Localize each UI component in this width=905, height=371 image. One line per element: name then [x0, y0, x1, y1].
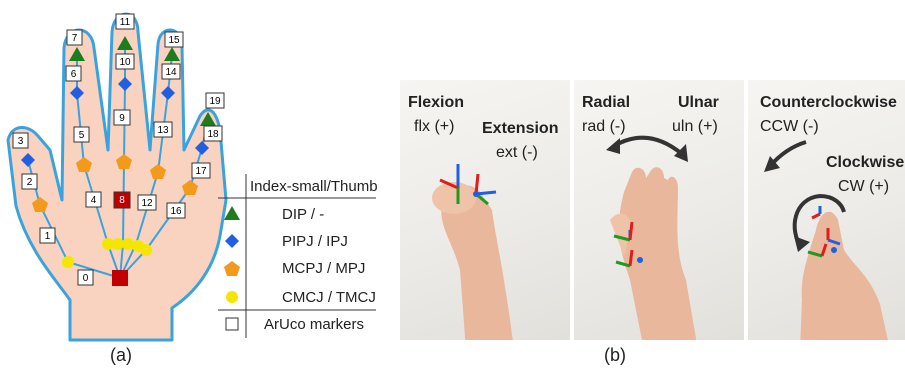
svg-text:16: 16	[170, 206, 182, 217]
marker-8: 8	[113, 191, 131, 209]
label-flexion: Flexion	[408, 94, 465, 111]
pipj-joints	[21, 77, 209, 167]
marker-12: 12	[137, 194, 157, 211]
label-extension: Extension	[482, 120, 559, 137]
legend-header: Index-small/Thumb	[250, 178, 378, 195]
legend-diamond-icon	[225, 234, 239, 248]
legend-triangle-icon	[224, 206, 240, 220]
legend-label-mcpj: MCPJ / MPJ	[282, 260, 366, 277]
svg-text:17: 17	[195, 166, 207, 177]
label-uln: uln (+)	[672, 118, 718, 135]
legend-square-icon	[225, 317, 239, 331]
svg-text:8: 8	[119, 195, 125, 206]
label-rad: rad (-)	[582, 118, 626, 135]
marker-1: 1	[39, 227, 56, 244]
svg-text:2: 2	[27, 177, 33, 188]
legend-label-cmcj: CMCJ / TMCJ	[282, 289, 376, 306]
mcpj-joints	[32, 154, 198, 212]
legend-label-dip: DIP / -	[282, 206, 325, 223]
marker-19: 19	[205, 92, 225, 109]
label-clockwise: Clockwise	[826, 154, 905, 171]
legend-label-aruco: ArUco markers	[264, 316, 365, 333]
marker-14: 14	[161, 63, 181, 80]
marker-9: 9	[113, 109, 131, 126]
marker-0: 0	[77, 269, 94, 286]
label-counterclockwise: Counterclockwise	[760, 94, 897, 111]
svg-text:9: 9	[119, 113, 125, 124]
legend-label-pipj: PIPJ / IPJ	[282, 233, 348, 250]
legend-table-lines	[218, 174, 376, 338]
marker-6: 6	[65, 65, 82, 82]
svg-text:13: 13	[157, 125, 169, 136]
svg-text:15: 15	[168, 35, 180, 46]
svg-text:11: 11	[120, 17, 131, 28]
svg-text:7: 7	[72, 33, 78, 44]
marker-11: 11	[115, 13, 135, 30]
dip-joints	[69, 36, 216, 126]
svg-text:10: 10	[119, 57, 131, 68]
marker-4: 4	[85, 191, 102, 208]
svg-text:12: 12	[141, 198, 153, 209]
label-ccw: CCW (-)	[760, 118, 819, 135]
label-radial: Radial	[582, 94, 631, 111]
marker-17: 17	[191, 162, 211, 179]
label-ulnar: Ulnar	[678, 94, 719, 111]
label-ext: ext (-)	[496, 144, 538, 161]
marker-10: 10	[115, 53, 135, 70]
caption-a: (a)	[110, 345, 132, 365]
wrist-root-marker	[112, 270, 128, 286]
marker-16: 16	[166, 202, 186, 219]
marker-3: 3	[12, 132, 29, 149]
svg-text:18: 18	[207, 129, 219, 140]
label-cw: CW (+)	[838, 178, 890, 195]
svg-text:0: 0	[83, 273, 89, 284]
label-flx: flx (+)	[414, 118, 455, 135]
marker-7: 7	[66, 29, 83, 46]
svg-text:5: 5	[79, 130, 85, 141]
legend-circle-icon	[226, 291, 238, 303]
svg-text:6: 6	[71, 69, 77, 80]
legend-pentagon-icon	[224, 261, 240, 276]
svg-text:4: 4	[91, 195, 97, 206]
photo-flexion-extension: Flexion flx (+) Extension ext (-)	[400, 80, 570, 340]
marker-2: 2	[21, 173, 38, 190]
cmcj-joints	[62, 238, 152, 268]
marker-18: 18	[203, 125, 223, 142]
photo-radial-ulnar: Radial rad (-) Ulnar uln (+)	[574, 80, 744, 340]
svg-text:14: 14	[165, 67, 177, 78]
svg-text:1: 1	[45, 231, 51, 242]
marker-5: 5	[73, 126, 90, 143]
photo-rotation: Counterclockwise CCW (-) Clockwise CW (+…	[748, 80, 905, 340]
marker-13: 13	[153, 121, 173, 138]
svg-text:3: 3	[18, 136, 24, 147]
caption-b: (b)	[604, 345, 626, 365]
aruco-markers: 0 1 2 3 4 5 6 7 8 9 10 11 12 13 14 15 16…	[12, 13, 225, 286]
svg-text:19: 19	[209, 96, 221, 107]
marker-15: 15	[164, 31, 184, 48]
